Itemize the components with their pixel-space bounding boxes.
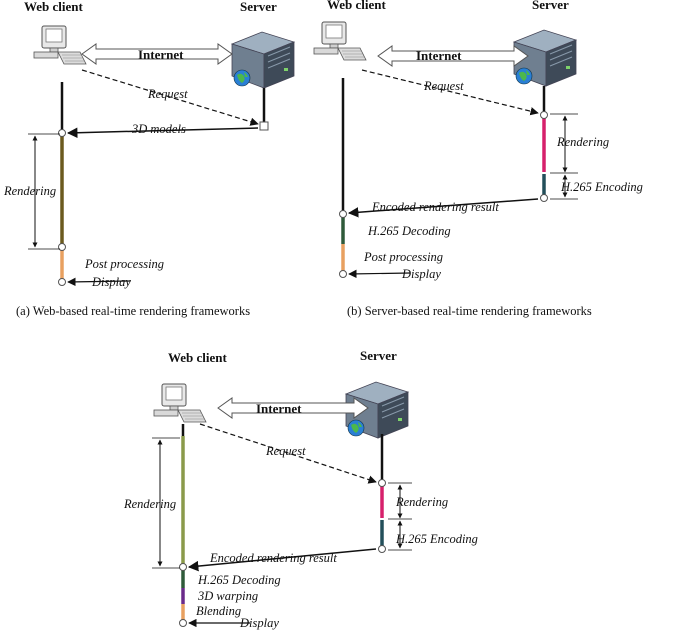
event-node [378,479,386,487]
server-label: Server [240,0,277,14]
panel-b: Web client Server Internet Request Rende… [313,0,643,318]
server-label: Server [532,0,569,12]
client-rendering-label: Rendering [123,497,176,511]
models-label: 3D models [131,122,186,136]
decoding-label: H.265 Decoding [197,573,281,587]
desktop-computer-icon [313,21,367,61]
request-arrow [361,69,539,116]
warping-label: 3D warping [197,589,258,603]
event-node [378,545,386,553]
event-node [58,129,66,137]
encoded-result-label: Encoded rendering result [371,200,499,214]
web-client-label: Web client [327,0,387,12]
event-node [179,619,187,627]
server-rendering-label: Rendering [395,495,448,509]
caption-b: (b) Server-based real-time rendering fra… [347,304,592,318]
encoded-result-label: Encoded rendering result [209,551,337,565]
request-label: Request [147,87,188,101]
event-node [540,194,548,202]
event-node [58,243,66,251]
caption-a: (a) Web-based real-time rendering framew… [16,304,250,318]
server-tower-icon [231,31,295,89]
internet-label: Internet [416,48,462,63]
request-arrow [199,423,377,484]
display-label: Display [401,267,441,281]
panel-a: Web client Server Internet Request 3D mo… [3,0,295,318]
encoded-result-arrow [347,198,539,218]
blending-label: Blending [196,604,241,618]
display-arrow [67,277,131,287]
request-label: Request [423,79,464,93]
post-processing-label: Post processing [84,257,164,271]
event-node [58,278,66,286]
display-label: Display [91,275,131,289]
encoding-label: H.265 Encoding [395,532,478,546]
desktop-computer-icon [153,383,207,423]
models-arrow [66,127,259,138]
web-client-label: Web client [24,0,84,14]
encoded-result-arrow [187,548,377,572]
event-node [339,270,347,278]
server-label: Server [360,348,397,363]
desktop-computer-icon [33,25,87,65]
encoding-label: H.265 Encoding [560,180,643,194]
web-client-label: Web client [168,350,228,365]
event-node [339,210,347,218]
decoding-label: H.265 Decoding [367,224,451,238]
request-label: Request [265,444,306,458]
event-node [259,121,269,131]
rendering-label: Rendering [556,135,609,149]
internet-label: Internet [256,401,302,416]
display-label: Display [239,616,279,630]
request-arrow [81,69,259,126]
display-arrow [348,269,411,279]
post-processing-label: Post processing [363,250,443,264]
rendering-label: Rendering [3,184,56,198]
internet-label: Internet [138,47,184,62]
panel-c: Web client Server Internet Request Rende… [123,348,478,630]
event-node [540,111,548,119]
event-node [179,563,187,571]
